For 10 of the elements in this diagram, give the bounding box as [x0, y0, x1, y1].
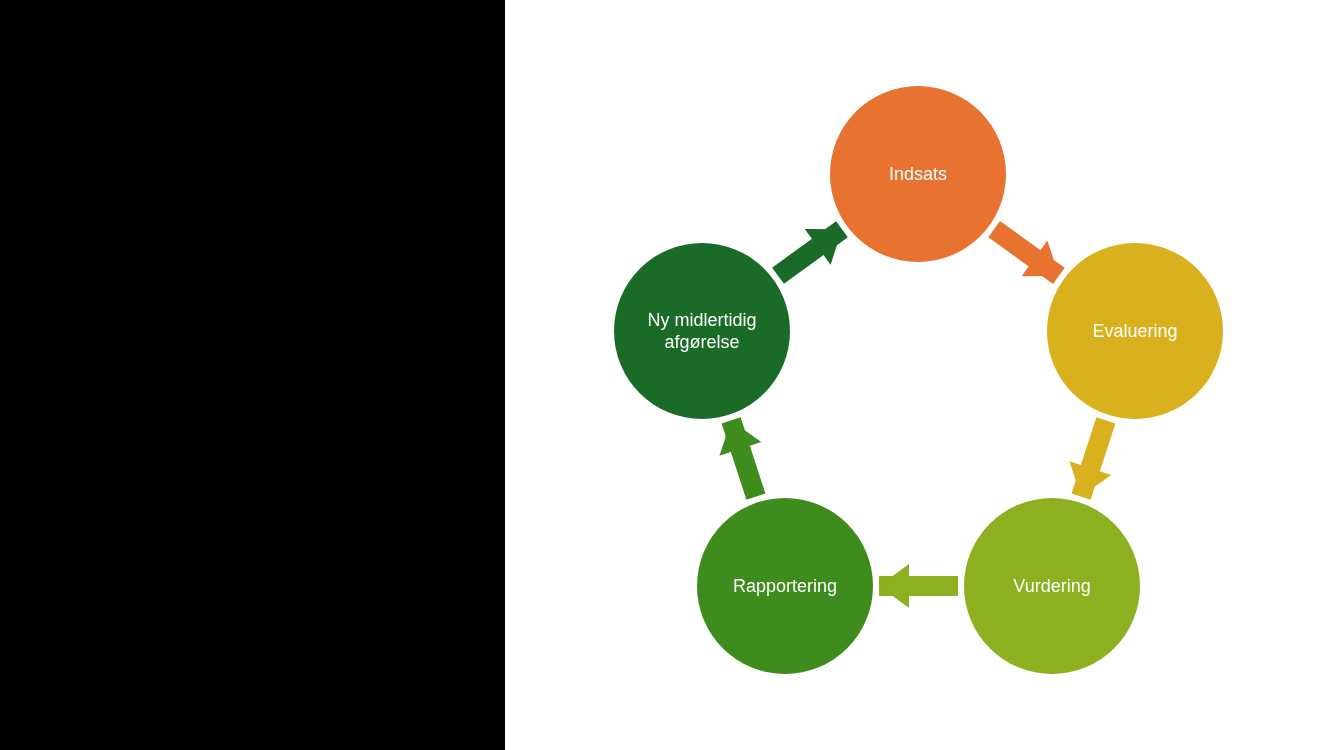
block-arrow [879, 564, 958, 608]
block-arrow [719, 417, 766, 500]
node-label: Ny midlertidig afgørelse [646, 308, 758, 354]
node-label: Rapportering [732, 574, 838, 598]
block-arrow [988, 221, 1065, 284]
block-arrow [772, 221, 848, 284]
node-label: Vurdering [1013, 574, 1091, 598]
node-label: Evaluering [1092, 319, 1178, 343]
block-arrow [1069, 417, 1116, 500]
node-label: Indsats [888, 162, 947, 186]
